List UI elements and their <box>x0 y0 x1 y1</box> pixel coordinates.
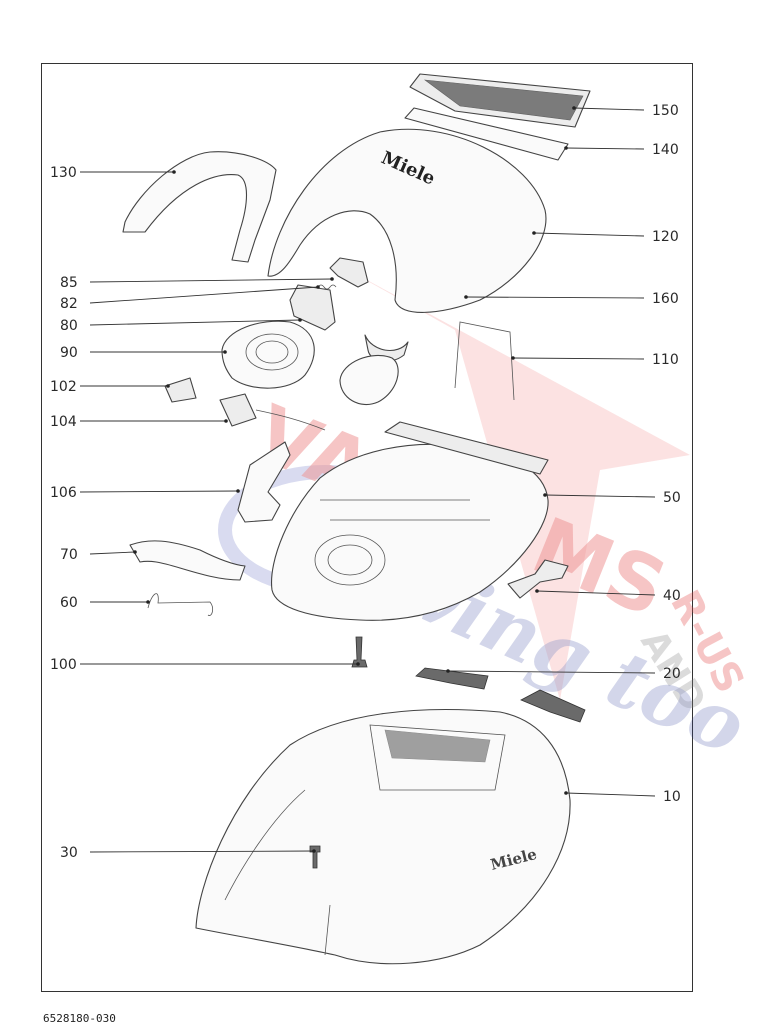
callout-label-130: 130 <box>50 165 77 181</box>
leader-dot-60 <box>146 600 150 604</box>
part-120-top-cover: Miele <box>267 128 547 313</box>
leader-dot-150 <box>572 106 576 110</box>
part-50-inner-housing <box>270 421 549 621</box>
callout-label-140: 140 <box>652 142 679 158</box>
callout-label-106: 106 <box>50 485 77 501</box>
leader-line-85 <box>89 278 333 283</box>
leader-line-30 <box>89 850 315 853</box>
diagram-frame <box>41 63 693 992</box>
leader-dot-82 <box>316 285 320 289</box>
leader-dot-130 <box>172 170 176 174</box>
leader-line-110 <box>512 357 645 360</box>
part-140-filter <box>404 107 569 161</box>
callout-label-85: 85 <box>60 275 78 291</box>
motor-plate <box>339 354 399 406</box>
callout-label-160: 160 <box>652 291 679 307</box>
part-130-handle <box>122 151 277 263</box>
part-150-exhaust-grille <box>409 73 591 128</box>
callout-label-150: 150 <box>652 103 679 119</box>
callout-label-80: 80 <box>60 318 78 334</box>
callout-label-60: 60 <box>60 595 78 611</box>
part-70-bumper <box>129 540 246 581</box>
document-number: 6528180-030 <box>43 1012 116 1025</box>
part-80-switch <box>289 284 336 331</box>
part-10-base-housing: Miele <box>195 709 571 965</box>
callout-label-110: 110 <box>652 352 679 368</box>
callout-label-30: 30 <box>60 845 78 861</box>
callout-label-50: 50 <box>663 490 681 506</box>
leader-dot-85 <box>330 277 334 281</box>
leader-line-120 <box>533 232 645 237</box>
leader-dot-20 <box>446 669 450 673</box>
leader-dot-40 <box>535 589 539 593</box>
callout-label-82: 82 <box>60 296 78 312</box>
leader-dot-70 <box>133 550 137 554</box>
leader-dot-140 <box>564 146 568 150</box>
callout-label-102: 102 <box>50 379 77 395</box>
part-60-spring-clip <box>147 593 214 616</box>
leader-line-10 <box>565 792 656 797</box>
leader-line-106 <box>79 490 239 493</box>
leader-dot-90 <box>223 350 227 354</box>
leader-line-70 <box>89 551 136 555</box>
callout-label-10: 10 <box>663 789 681 805</box>
callout-label-20: 20 <box>663 666 681 682</box>
part-40-latch <box>507 559 569 599</box>
leader-dot-106 <box>236 489 240 493</box>
callout-label-70: 70 <box>60 547 78 563</box>
leader-dot-104 <box>224 419 228 423</box>
part-85-button <box>329 257 369 288</box>
leader-dot-160 <box>464 295 468 299</box>
part-102-cap <box>164 377 197 403</box>
callout-label-100: 100 <box>50 657 77 673</box>
leader-dot-120 <box>532 231 536 235</box>
callout-label-40: 40 <box>663 588 681 604</box>
leader-line-82 <box>89 286 319 304</box>
callout-label-104: 104 <box>50 414 77 430</box>
callout-label-90: 90 <box>60 345 78 361</box>
part-110-wire <box>454 321 515 401</box>
leader-lines <box>79 106 656 853</box>
part-90-motor-cover <box>221 320 315 389</box>
leader-dot-102 <box>166 384 170 388</box>
leader-line-160 <box>465 296 645 299</box>
leader-dot-50 <box>543 493 547 497</box>
leader-line-50 <box>544 494 656 498</box>
leader-line-80 <box>89 319 301 326</box>
part-20-slide-right <box>520 689 586 723</box>
leader-line-140 <box>565 147 645 150</box>
leader-dot-100 <box>356 662 360 666</box>
callout-labels: 150 140 120 130 85 82 80 90 160 110 102 104 106 50 70 4… <box>50 103 681 861</box>
part-20-slide-left <box>415 667 489 690</box>
leader-dot-80 <box>298 318 302 322</box>
leader-line-40 <box>536 590 656 596</box>
leader-dot-110 <box>511 356 515 360</box>
leader-dot-10 <box>564 791 568 795</box>
callout-label-120: 120 <box>652 229 679 245</box>
leader-line-150 <box>573 107 645 111</box>
part-104-connector <box>219 393 257 427</box>
leader-line-20 <box>447 670 656 674</box>
leader-dot-30 <box>312 849 316 853</box>
part-106-cord-guide <box>237 441 291 523</box>
part-100-screw <box>351 636 368 668</box>
